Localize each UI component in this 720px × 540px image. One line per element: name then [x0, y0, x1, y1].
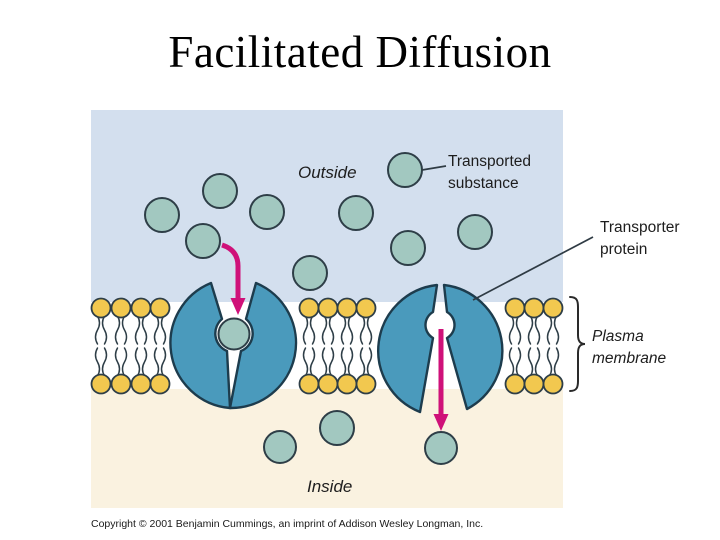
- copyright-text: Copyright © 2001 Benjamin Cummings, an i…: [91, 518, 484, 530]
- transporter-protein-right: [377, 283, 504, 414]
- slide-title: Facilitated Diffusion: [168, 27, 552, 77]
- leader-line-transported-substance: [421, 165, 447, 171]
- substance-molecule: [390, 230, 426, 266]
- plasma-membrane-label-line1: Plasma: [592, 328, 644, 345]
- substance-molecule: [457, 214, 493, 250]
- outside-label: Outside: [298, 163, 357, 182]
- substance-molecule-in-pocket: [217, 317, 251, 351]
- protein-right-half: [442, 283, 504, 411]
- inside-label: Inside: [307, 477, 352, 496]
- arrow-shaft: [221, 242, 241, 299]
- substance-molecule: [319, 410, 355, 446]
- transported-substance-label-line1: Transported: [448, 153, 531, 170]
- transporter-protein-label-line1: Transporter: [600, 219, 680, 236]
- arrow-head-icon: [433, 414, 449, 431]
- transport-arrow-left: [221, 242, 246, 315]
- substance-molecule: [263, 430, 297, 464]
- protein-left-half: [169, 281, 232, 410]
- substance-molecule: [202, 173, 238, 209]
- transporter-protein-label-line2: protein: [600, 241, 647, 258]
- substance-molecule: [338, 195, 374, 231]
- arrow-head-icon: [230, 298, 246, 315]
- protein-right-half: [228, 281, 298, 410]
- leader-line-transporter-protein: [472, 236, 594, 301]
- inside-region: [91, 389, 563, 508]
- substance-molecule: [292, 255, 328, 291]
- substance-molecule-labeled: [387, 152, 423, 188]
- molecules-outside: [144, 152, 493, 291]
- transporter-protein-left: [169, 281, 298, 410]
- protein-left-half: [377, 283, 439, 414]
- substance-molecule: [144, 197, 180, 233]
- membrane-brace: [569, 296, 586, 392]
- substance-molecule: [424, 431, 458, 465]
- plasma-membrane-label-line2: membrane: [592, 350, 666, 367]
- substance-molecule: [249, 194, 285, 230]
- substance-molecule: [185, 223, 221, 259]
- molecules-inside: [263, 410, 458, 465]
- transport-arrow-right: [433, 329, 449, 431]
- transported-substance-label-line2: substance: [448, 175, 519, 192]
